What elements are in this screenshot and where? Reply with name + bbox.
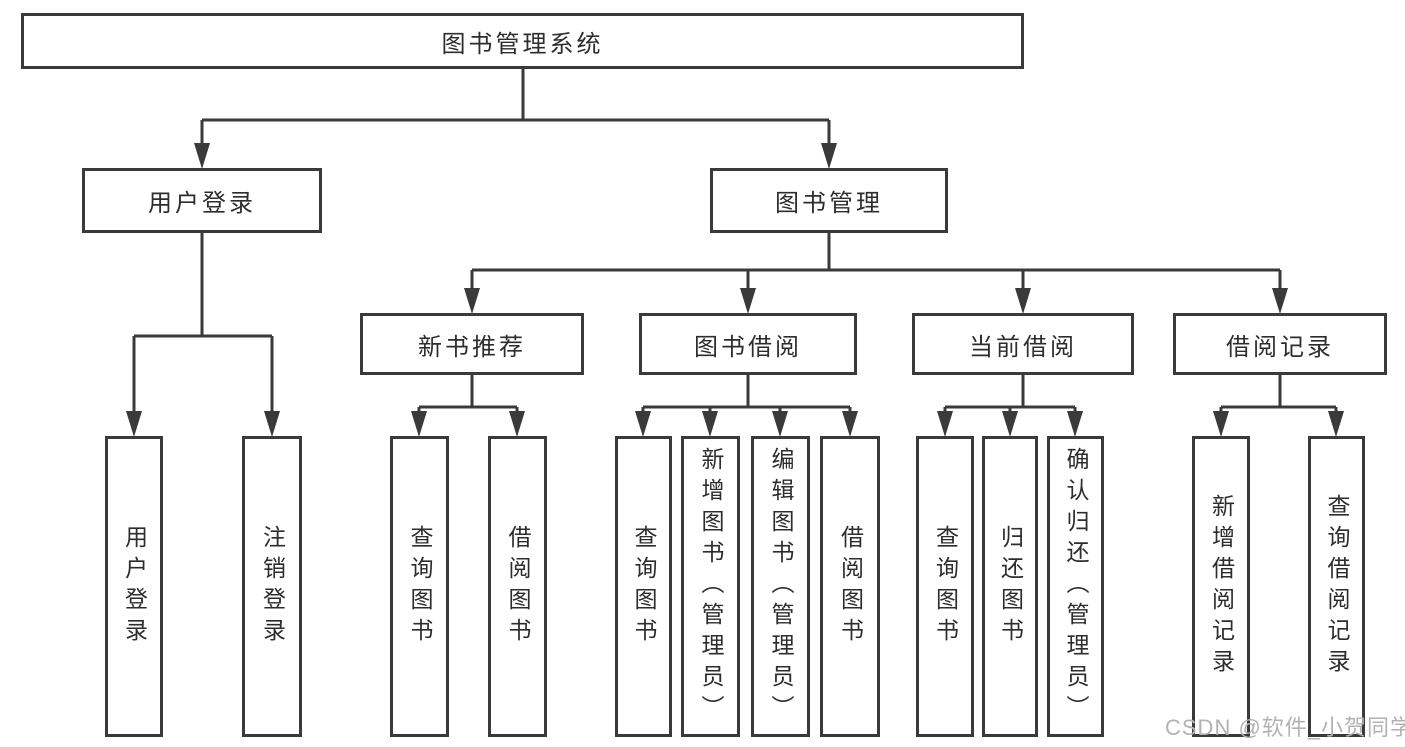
leaf-label: 新增借阅记录 [1208,493,1235,680]
leaf-label: 查询图书 [407,524,433,649]
leaf-label: 用户登录 [121,524,148,649]
leaf-records-query-record: 查询借阅记录 [1308,436,1365,737]
leaf-recommend-query-books: 查询图书 [390,436,449,737]
leaf-label: 查询图书 [631,524,657,649]
leaf-label: 注销登录 [259,524,286,649]
leaf-label: 借阅图书 [837,524,864,649]
node-borrowing-records: 借阅记录 [1173,313,1387,375]
leaf-current-query-books: 查询图书 [916,436,974,737]
leaf-recommend-borrow-books: 借阅图书 [488,436,547,737]
connector-borrowing-records-children [1213,375,1344,437]
connector-root-to-level2 [194,69,837,169]
node-label: 当前借阅 [969,333,1077,361]
node-user-login: 用户登录 [82,168,322,233]
leaf-current-return-books: 归还图书 [982,436,1038,737]
leaf-label: 查询借阅记录 [1324,493,1350,680]
leaf-borrowing-edit-books-admin: 编辑图书（管理员） [751,436,810,737]
node-label: 图书借阅 [694,333,802,361]
connector-current-borrowing-children [937,375,1083,437]
connector-book-borrowing-children [635,375,858,437]
leaf-logout: 注销登录 [242,436,302,737]
node-book-borrowing: 图书借阅 [639,313,857,375]
node-current-borrowing: 当前借阅 [912,313,1134,375]
connector-book-management-children [464,233,1288,314]
connector-new-book-children [411,375,525,437]
leaf-user-login: 用户登录 [105,436,163,737]
csdn-watermark: CSDN @软件_小贺同学 [1165,715,1405,740]
node-new-book-recommend: 新书推荐 [360,313,584,375]
leaf-label: 查询图书 [932,524,959,649]
leaf-borrowing-query-books: 查询图书 [615,436,672,737]
node-label: 图书管理 [775,190,883,217]
leaf-label: 归还图书 [997,524,1024,649]
node-label: 用户登录 [148,190,256,217]
node-label: 图书管理系统 [441,30,604,58]
leaf-borrowing-add-books-admin: 新增图书（管理员） [681,436,740,737]
node-book-management: 图书管理 [710,168,948,233]
leaf-records-add-record: 新增借阅记录 [1192,436,1250,737]
node-library-management-system: 图书管理系统 [21,13,1024,69]
leaf-label: 借阅图书 [505,524,531,649]
node-label: 借阅记录 [1226,333,1334,361]
leaf-label: 确认归还（管理员） [1063,447,1089,726]
leaf-label: 新增图书（管理员） [698,447,724,726]
connector-user-login-children [126,233,280,437]
leaf-borrowing-borrow-books: 借阅图书 [820,436,880,737]
node-label: 新书推荐 [418,333,526,361]
leaf-label: 编辑图书（管理员） [768,447,794,726]
leaf-current-confirm-return-admin: 确认归还（管理员） [1047,436,1104,737]
